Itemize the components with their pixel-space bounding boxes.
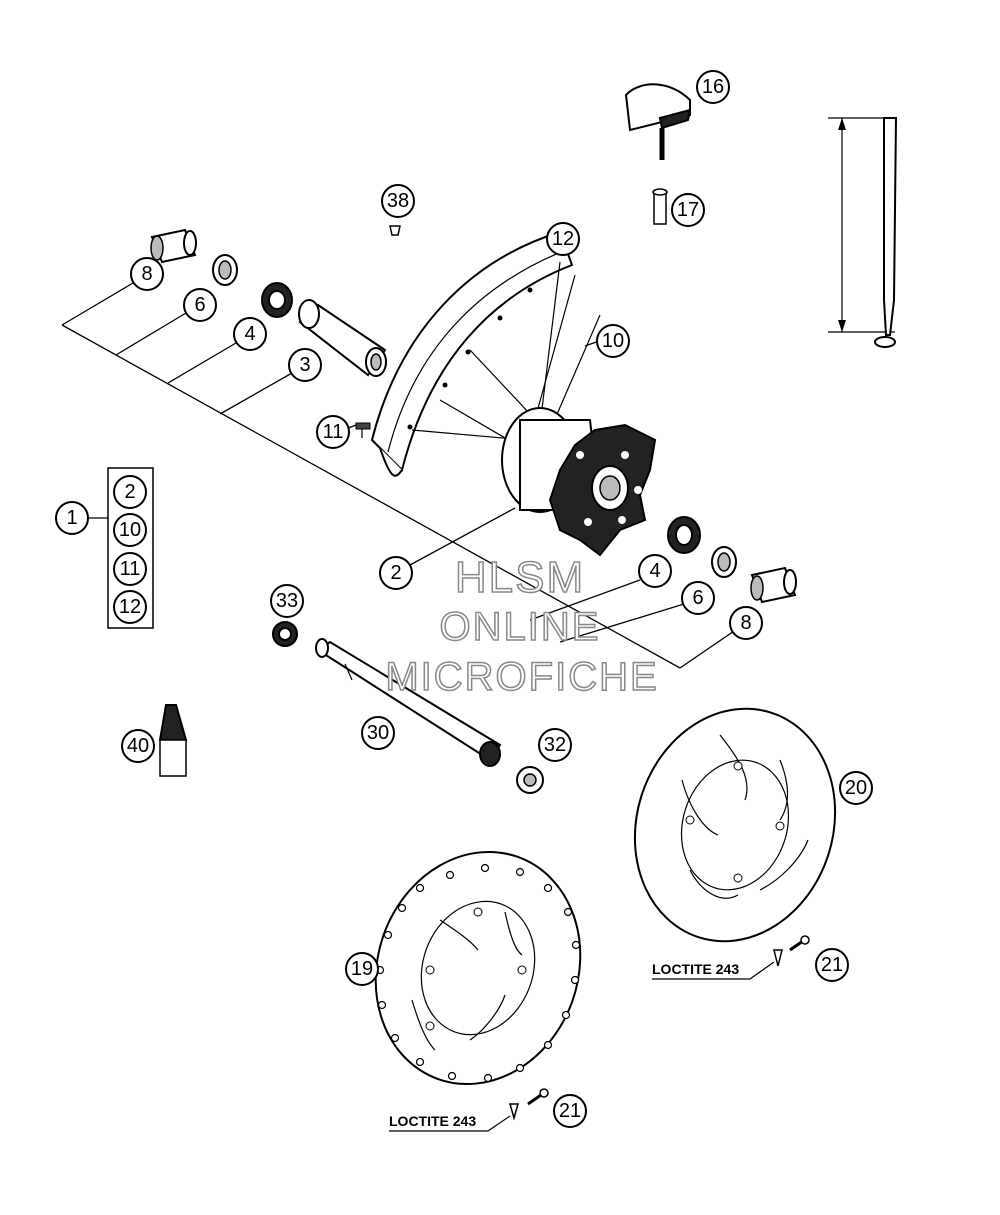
- callout-1: 1: [55, 501, 89, 535]
- callout-label-19: 19: [351, 958, 373, 980]
- callout-16: 16: [696, 70, 730, 104]
- axle-seal-part: [272, 621, 298, 647]
- callout-label-11: 11: [323, 421, 344, 443]
- callout-label-6-top: 6: [194, 294, 205, 316]
- callout-6-right: 6: [681, 581, 715, 615]
- loctite-label-top: LOCTITE 243: [652, 961, 739, 977]
- axle-part: [315, 638, 502, 767]
- spoke-length-dimension: [828, 117, 898, 348]
- callout-11-kit: 11: [113, 552, 147, 586]
- callout-19: 19: [345, 952, 379, 986]
- callout-label-38: 38: [387, 190, 409, 212]
- callout-label-8-top: 8: [141, 263, 152, 285]
- callout-label-20: 20: [845, 777, 867, 799]
- callout-label-40: 40: [127, 735, 149, 757]
- callout-label-1: 1: [66, 507, 77, 529]
- callout-38: 38: [381, 184, 415, 218]
- loctite-note-bottom: LOCTITE 243: [389, 1113, 511, 1132]
- callout-32: 32: [538, 728, 572, 762]
- bearing-part-right: [667, 516, 701, 554]
- tube-part: [624, 83, 692, 160]
- spacer-part-top: [150, 228, 197, 264]
- callout-label-12: 12: [552, 228, 574, 250]
- callout-2: 2: [379, 556, 413, 590]
- callout-6-top: 6: [183, 288, 217, 322]
- callout-label-21-top: 21: [821, 954, 843, 976]
- axle-nut-part: [516, 766, 544, 794]
- callout-20: 20: [839, 771, 873, 805]
- grease-tube-part: [158, 704, 188, 777]
- callout-label-11-kit: 11: [120, 558, 141, 580]
- spacer-part-right: [750, 566, 797, 604]
- callout-label-4-top: 4: [244, 323, 255, 345]
- valve-part: [652, 188, 668, 225]
- callout-40: 40: [121, 729, 155, 763]
- callout-8-top: 8: [130, 257, 164, 291]
- callout-21-bottom: 21: [553, 1094, 587, 1128]
- callout-4-right: 4: [638, 554, 672, 588]
- watermark-line-2: ONLINE: [440, 605, 601, 649]
- callout-label-33: 33: [276, 590, 298, 612]
- callout-8-right: 8: [729, 606, 763, 640]
- brake-disc-large-part: [633, 707, 837, 943]
- callout-label-3: 3: [299, 354, 310, 376]
- callout-label-8-right: 8: [740, 612, 751, 634]
- loctite-label-bottom: LOCTITE 243: [389, 1113, 476, 1129]
- callout-label-4-right: 4: [649, 560, 660, 582]
- watermark-line-3: MICROFICHE: [385, 655, 658, 699]
- callout-4-top: 4: [233, 317, 267, 351]
- callout-12: 12: [546, 222, 580, 256]
- spoke-nipple-part: [355, 422, 371, 438]
- callout-label-30: 30: [367, 722, 389, 744]
- callout-3: 3: [288, 348, 322, 382]
- callout-label-21-bottom: 21: [559, 1100, 581, 1122]
- callout-label-2-kit: 2: [124, 481, 135, 503]
- callout-label-32: 32: [544, 734, 566, 756]
- seal-part-right: [711, 546, 737, 578]
- kit-bracket: [107, 467, 154, 629]
- seal-part-top: [212, 254, 238, 286]
- callout-21-top: 21: [815, 948, 849, 982]
- bearing-part-top: [261, 282, 293, 318]
- watermark-line-1: HLSM: [455, 553, 585, 602]
- hub-part: [501, 407, 657, 557]
- callout-10: 10: [596, 324, 630, 358]
- loctite-note-top: LOCTITE 243: [652, 961, 775, 980]
- callout-label-10-kit: 10: [119, 519, 141, 541]
- screw-part-bottom: [509, 1088, 549, 1121]
- callout-11: 11: [316, 415, 350, 449]
- screw-part-top: [773, 935, 810, 967]
- callout-label-2: 2: [390, 562, 401, 584]
- callout-30: 30: [361, 716, 395, 750]
- valve-cap-part: [389, 225, 401, 236]
- callout-17: 17: [671, 193, 705, 227]
- watermark: HLSM ONLINE MICROFICHE: [385, 552, 658, 700]
- callout-12-kit: 12: [113, 590, 147, 624]
- callout-label-17: 17: [677, 199, 699, 221]
- callout-label-16: 16: [702, 76, 724, 98]
- callout-2-kit: 2: [113, 475, 147, 509]
- callout-33: 33: [270, 584, 304, 618]
- callout-label-12-kit: 12: [119, 596, 141, 618]
- brake-disc-small-part: [374, 850, 582, 1086]
- callout-label-6-right: 6: [692, 587, 703, 609]
- spacer-tube-part: [298, 299, 387, 377]
- callout-label-10: 10: [602, 330, 624, 352]
- callout-10-kit: 10: [113, 513, 147, 547]
